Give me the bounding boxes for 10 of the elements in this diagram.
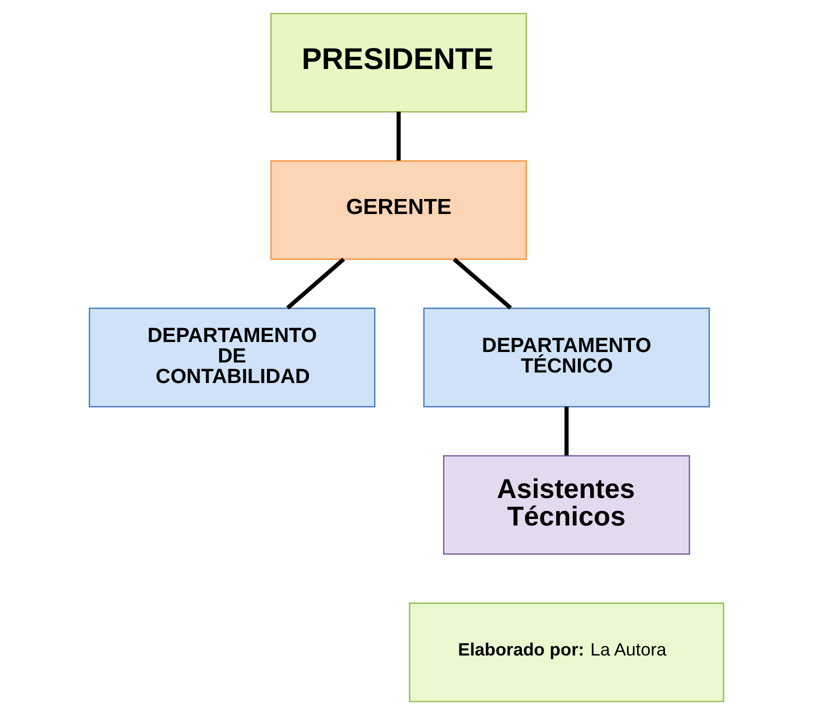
connector [452,258,512,310]
node-box: PRESIDENTE [270,12,527,112]
node-box: Elaborado por: La Autora [408,602,724,702]
node-box: DEPARTAMENTO DE CONTABILIDAD [88,308,376,408]
node-box: GERENTE [270,160,527,260]
connector [564,406,569,456]
node-box: Asistentes Técnicos [443,455,690,555]
node-box: DEPARTAMENTO TÉCNICO [423,308,710,408]
connector [396,112,401,160]
connector [286,258,345,310]
